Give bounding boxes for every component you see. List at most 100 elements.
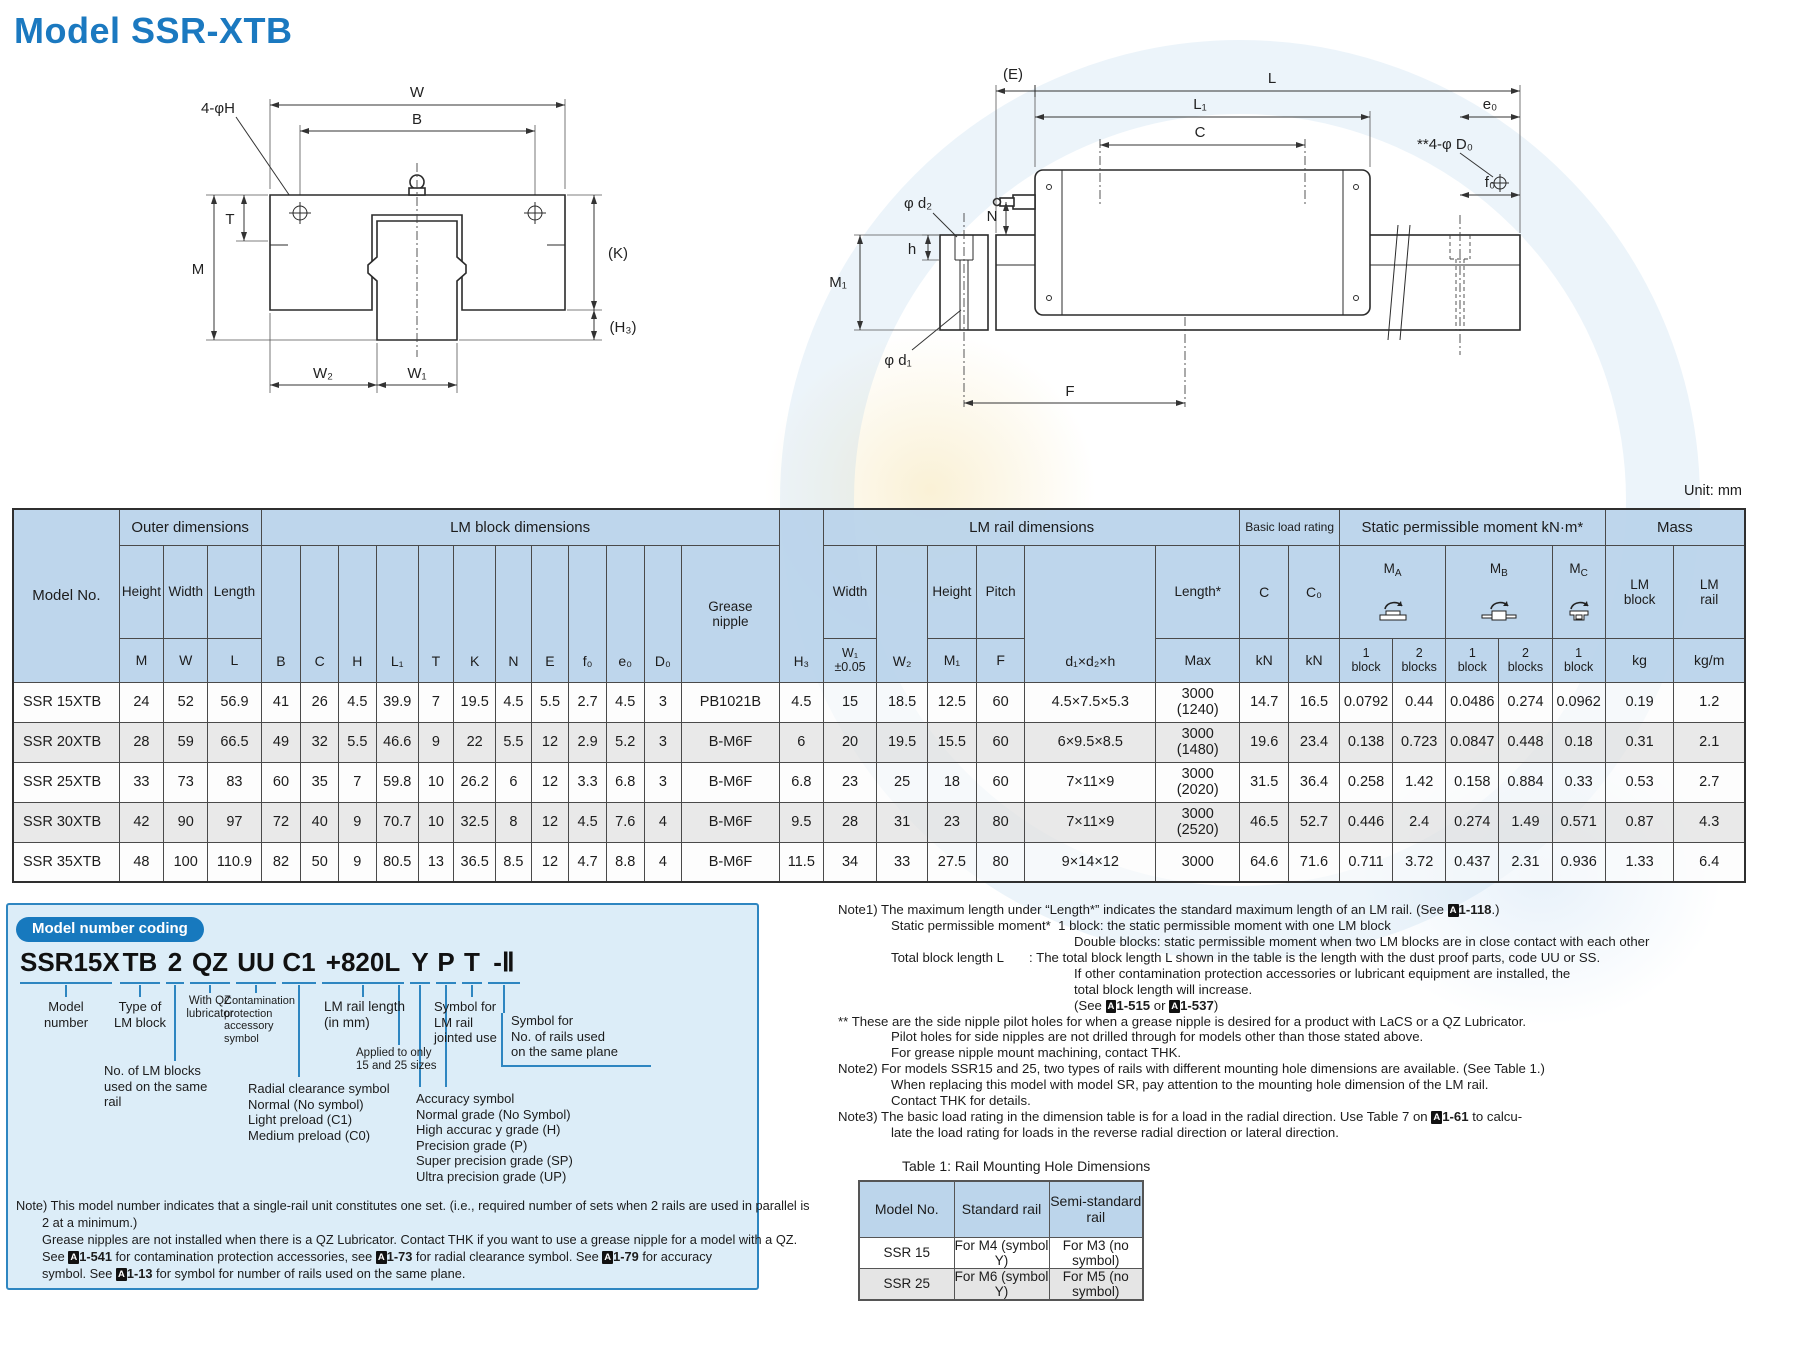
table-cell: 56.9 xyxy=(207,681,262,723)
rail-section-piece xyxy=(939,213,989,407)
table-cell: 35 xyxy=(300,761,340,803)
table-cell: 72 xyxy=(260,801,302,843)
table-cell: 7.6 xyxy=(605,801,645,843)
table-cell: 3 xyxy=(643,761,683,803)
coding-connector xyxy=(65,985,67,997)
table-cell: 39.9 xyxy=(375,681,419,723)
model-number-coding-box: Model number coding SSR15X TB 2 QZ UU C1… xyxy=(6,903,810,1290)
coding-connector xyxy=(298,985,300,1077)
table-cell: 12 xyxy=(530,761,570,803)
table-cell: 50 xyxy=(300,841,340,883)
col-header-c-dynamic: C xyxy=(1239,544,1290,639)
table-cell: 22 xyxy=(453,721,497,763)
dim-label-f0: f₀ xyxy=(1485,174,1495,191)
table-cell: 0.711 xyxy=(1338,841,1394,883)
dim-label-c: C xyxy=(1195,124,1206,141)
table-cell: 1.42 xyxy=(1392,761,1447,803)
col-header-d1d2h: d₁×d₂×h xyxy=(1024,544,1157,683)
col-header-mc: MC xyxy=(1551,544,1606,639)
dim-label-m: M xyxy=(192,261,205,278)
table-cell: 3.72 xyxy=(1392,841,1447,883)
table-cell: 0.44 xyxy=(1392,681,1447,723)
group-header-lm-rail-dimensions: LM rail dimensions xyxy=(822,508,1241,546)
table-cell: 24 xyxy=(118,681,165,723)
table-cell: 73 xyxy=(163,761,209,803)
dim-label-m1: M₁ xyxy=(829,274,847,291)
table-cell: 7 xyxy=(338,761,377,803)
col-header-l1: L₁ xyxy=(375,544,419,683)
table-cell: 6.4 xyxy=(1673,841,1746,883)
table-cell: 1.33 xyxy=(1604,841,1675,883)
model-cell: SSR 15XTB xyxy=(12,681,120,723)
table-cell: 4.3 xyxy=(1673,801,1746,843)
note-line: If other contamination protection access… xyxy=(1074,965,1571,981)
col-header-length-star: Length* xyxy=(1155,544,1241,639)
code-segment-c1: C1 xyxy=(282,947,316,984)
table-cell: 5.5 xyxy=(338,721,377,763)
side-view-diagram: (E) L L₁ e₀ **4-φ D₀ C N f₀ φ d₂ h M₁ φ … xyxy=(829,66,1521,407)
note-line: late the load rating for loads in the re… xyxy=(891,1124,1339,1140)
coding-connector xyxy=(503,985,505,1013)
code-segment-tb: TB xyxy=(120,947,160,984)
coding-label-accuracy: Accuracy symbol Normal grade (No Symbol)… xyxy=(416,1091,573,1184)
unit-w: W xyxy=(163,637,209,683)
notes-right: Note1) The maximum length under “Length*… xyxy=(838,902,1738,1141)
table-cell: 70.7 xyxy=(375,801,419,843)
table-cell: 0.0792 xyxy=(1338,681,1394,723)
coding-label-num-rails: Symbol for No. of rails used on the same… xyxy=(501,1013,651,1067)
coding-connector xyxy=(255,985,257,993)
unit-m: M xyxy=(118,637,165,683)
coding-connector xyxy=(471,985,473,997)
table-cell: 4.5 xyxy=(495,681,532,723)
table-cell: 1.49 xyxy=(1498,801,1553,843)
table-header: Model No. Outer dimensions LM block dime… xyxy=(12,508,1746,683)
table-cell: 71.6 xyxy=(1288,841,1340,883)
table-cell: 26 xyxy=(300,681,340,723)
dim-label-l: L xyxy=(1268,70,1276,87)
table-cell: 1.2 xyxy=(1673,681,1746,723)
code-segment-qz: QZ xyxy=(190,947,230,984)
table-cell: 28 xyxy=(118,721,165,763)
table-cell: For M4 (symbol Y) xyxy=(953,1236,1050,1269)
coding-connector xyxy=(419,985,421,1087)
table-cell: 46.5 xyxy=(1239,801,1290,843)
table-cell: 33 xyxy=(118,761,165,803)
model-cell: SSR 25XTB xyxy=(12,761,120,803)
coding-label-num-blocks: No. of LM blocks used on the same rail xyxy=(104,1063,208,1109)
front-dimension-lines xyxy=(211,102,597,388)
coding-label-rail-length: LM rail length (in mm) xyxy=(324,999,406,1030)
table-cell: 9 xyxy=(338,801,377,843)
table-cell: 2.4 xyxy=(1392,801,1447,843)
table-cell: 0.19 xyxy=(1604,681,1675,723)
table-cell: 59.8 xyxy=(375,761,419,803)
table-cell: 8 xyxy=(495,801,532,843)
table-cell: 7×11×9 xyxy=(1024,761,1157,803)
col-header-d0: D₀ xyxy=(643,544,683,683)
table-cell: 110.9 xyxy=(207,841,262,883)
table-cell: 23 xyxy=(927,801,977,843)
front-view-diagram: W B 4-φH T M (K) (H₃) W₂ W₁ xyxy=(192,84,637,393)
note-line: Pilot holes for side nipples are not dri… xyxy=(891,1029,1424,1045)
col-header-b: B xyxy=(260,544,302,683)
table-cell: 11.5 xyxy=(778,841,824,883)
coding-connector xyxy=(139,985,141,997)
col-header-length: Length xyxy=(207,544,262,639)
table-cell: 80.5 xyxy=(375,841,419,883)
table-cell: 0.18 xyxy=(1551,721,1606,763)
table-cell: 0.723 xyxy=(1392,721,1447,763)
model-cell: SSR 30XTB xyxy=(12,801,120,843)
table-cell: For M3 (no symbol) xyxy=(1048,1236,1144,1269)
table-cell: 19.5 xyxy=(876,721,929,763)
t1-header-standard-rail: Standard rail xyxy=(953,1180,1050,1238)
table-cell: 48 xyxy=(118,841,165,883)
table-cell: 0.33 xyxy=(1551,761,1606,803)
col-header-e: E xyxy=(530,544,570,683)
table-cell: 97 xyxy=(207,801,262,843)
table-cell: 66.5 xyxy=(207,721,262,763)
coding-label-contamination: Contamination protection accessory symbo… xyxy=(224,995,295,1045)
dim-label-h3: (H₃) xyxy=(610,319,637,336)
code-segment-blocks: 2 xyxy=(166,947,184,984)
